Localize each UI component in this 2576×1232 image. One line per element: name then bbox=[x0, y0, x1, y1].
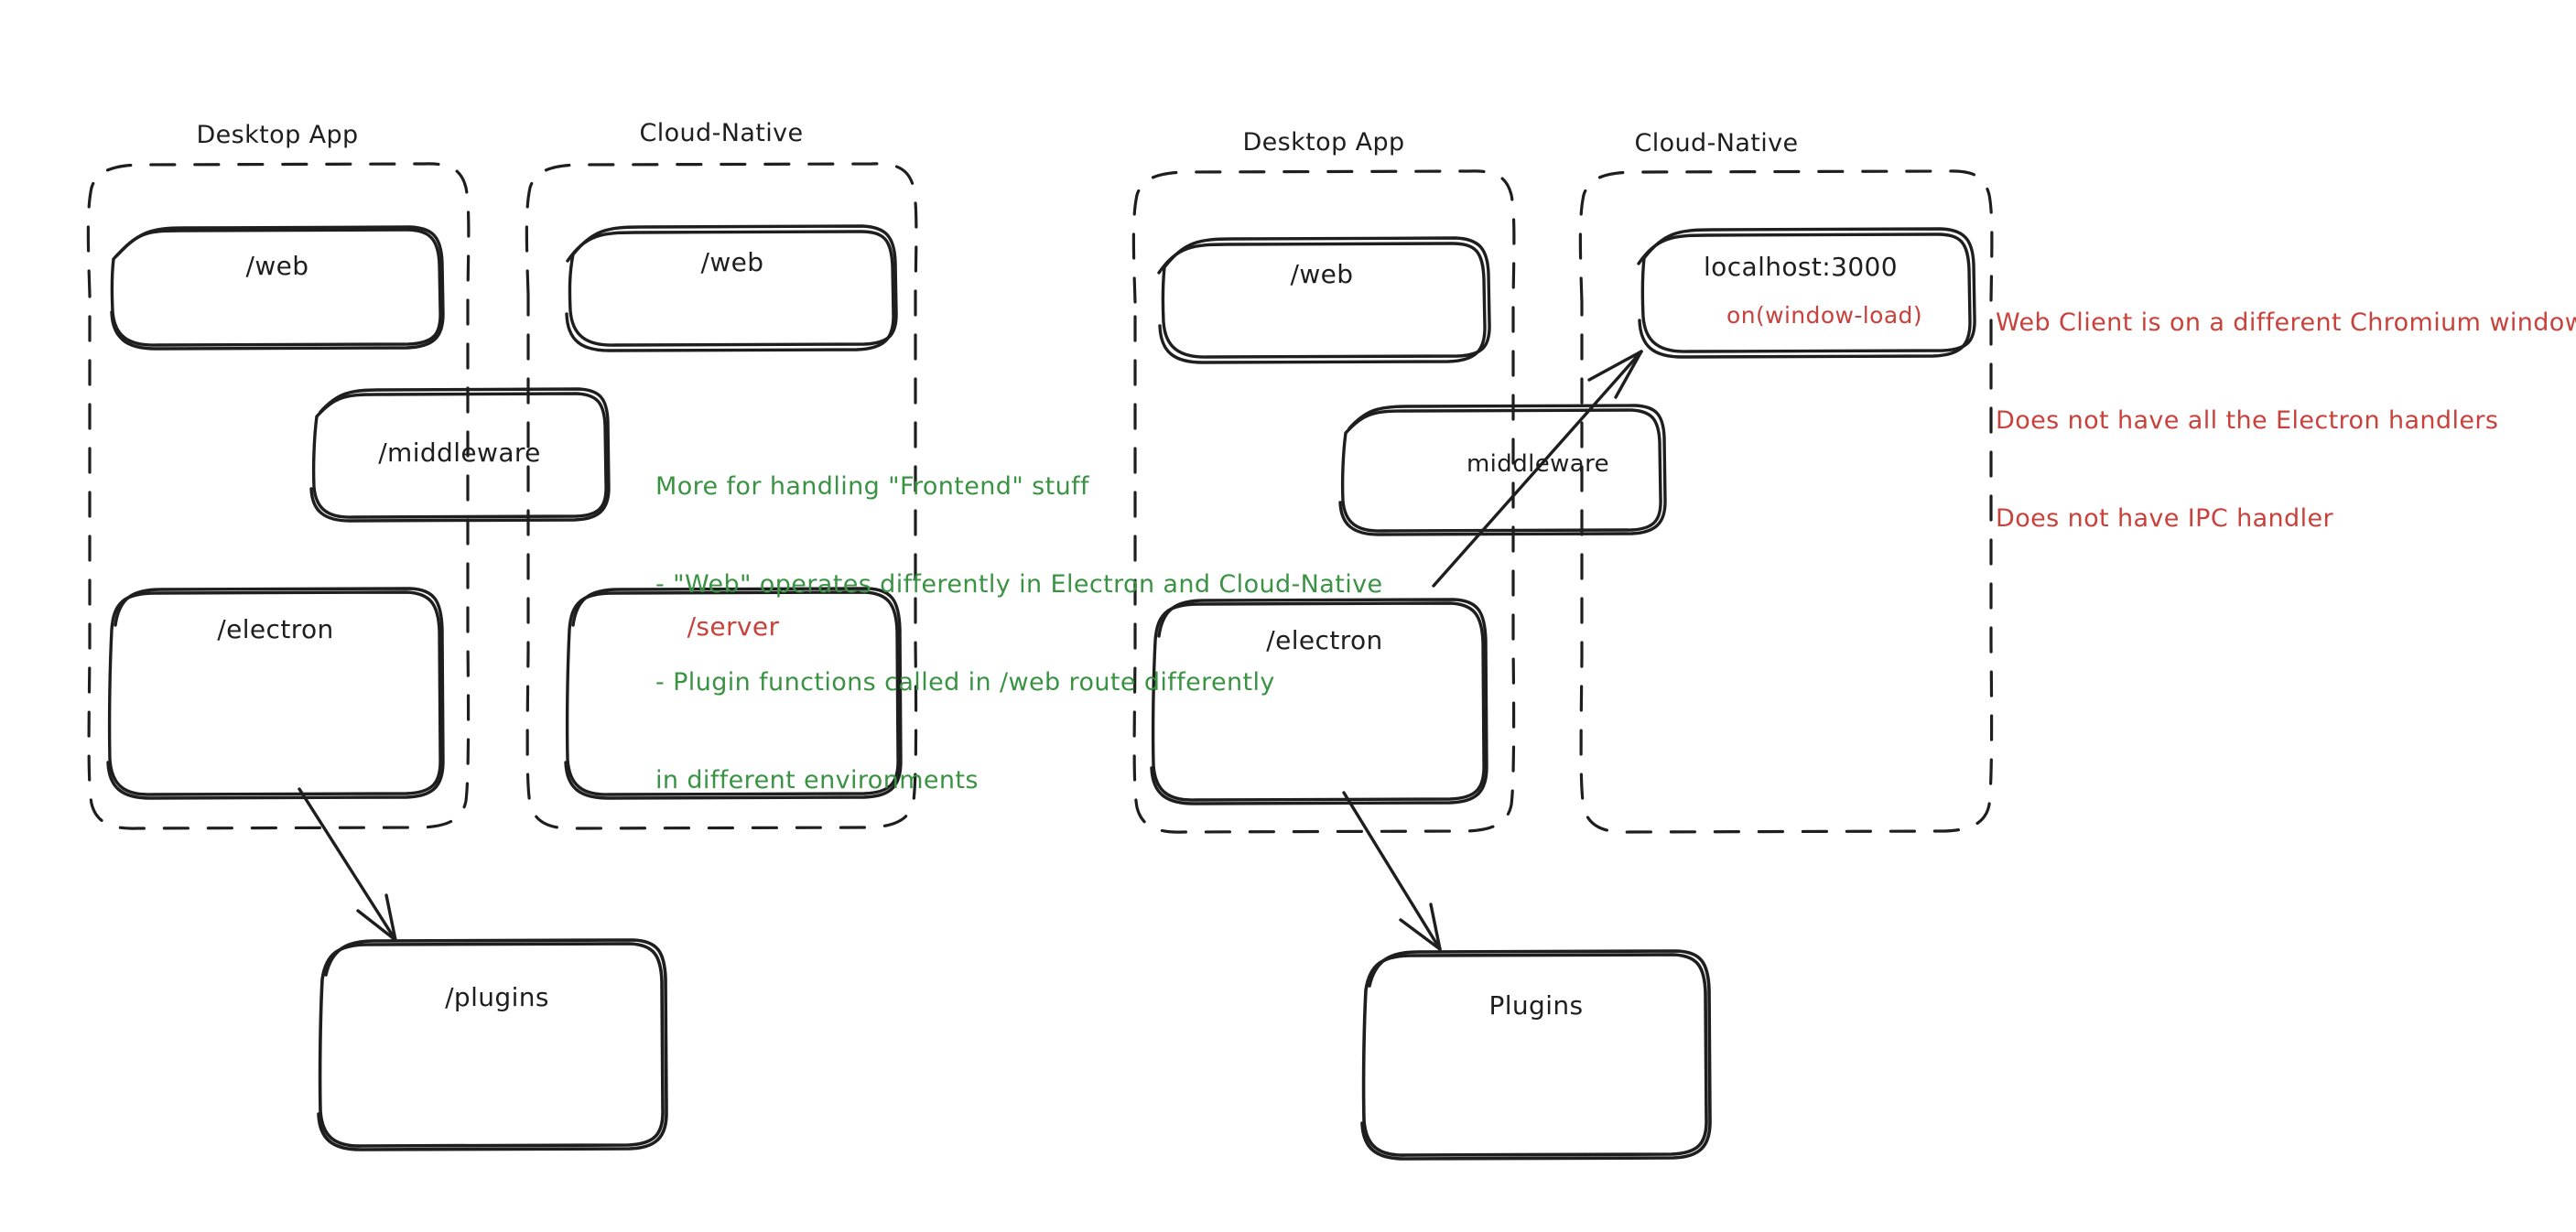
node-label-left-web-cloud[interactable]: /web bbox=[700, 247, 764, 277]
note-red-web-client: Web Client is on a different Chromium wi… bbox=[1996, 242, 2576, 600]
node-right-web-border bbox=[1157, 236, 1491, 364]
note-red-line-1: Web Client is on a different Chromium wi… bbox=[1996, 308, 2576, 338]
note-green-line-3: - Plugin functions called in /web route … bbox=[655, 668, 1275, 697]
note-red-line-3: Does not have IPC handler bbox=[1996, 504, 2334, 533]
note-green-line-4: in different environments bbox=[655, 765, 979, 794]
node-label-left-electron[interactable]: /electron bbox=[217, 614, 334, 644]
node-label-right-localhost-sublabel: on(window-load) bbox=[1726, 302, 1922, 329]
node-label-left-web-desktop[interactable]: /web bbox=[245, 251, 309, 281]
node-label-left-plugins[interactable]: /plugins bbox=[445, 982, 549, 1012]
node-label-right-middleware[interactable]: middleware bbox=[1466, 450, 1610, 478]
node-right-localhost-border bbox=[1637, 227, 1976, 359]
note-green-frontend: More for handling "Frontend" stuff - "We… bbox=[655, 405, 1383, 862]
node-label-right-web[interactable]: /web bbox=[1290, 259, 1354, 289]
node-left-web-cloud-border bbox=[565, 224, 898, 352]
note-red-line-2: Does not have all the Electron handlers bbox=[1996, 406, 2499, 436]
node-label-right-plugins[interactable]: Plugins bbox=[1488, 990, 1584, 1021]
group-title-right-cloud: Cloud-Native bbox=[1634, 129, 1799, 157]
node-label-right-electron[interactable]: /electron bbox=[1266, 625, 1383, 655]
node-label-left-server[interactable]: /server bbox=[687, 611, 780, 642]
node-left-web-desktop-border bbox=[110, 225, 445, 351]
group-title-left-cloud: Cloud-Native bbox=[639, 119, 804, 147]
node-left-plugins-border bbox=[317, 938, 668, 1151]
group-title-left-desktop: Desktop App bbox=[196, 121, 359, 149]
note-green-line-2: - "Web" operates differently in Electron… bbox=[655, 570, 1383, 600]
node-label-left-middleware[interactable]: /middleware bbox=[378, 438, 541, 468]
node-right-plugins-border bbox=[1360, 949, 1712, 1161]
group-title-right-desktop: Desktop App bbox=[1242, 128, 1405, 157]
arrow-left-electron-to-plugins bbox=[298, 787, 397, 942]
node-label-right-localhost[interactable]: localhost:3000 bbox=[1704, 252, 1898, 282]
note-green-line-1: More for handling "Frontend" stuff bbox=[655, 472, 1089, 502]
